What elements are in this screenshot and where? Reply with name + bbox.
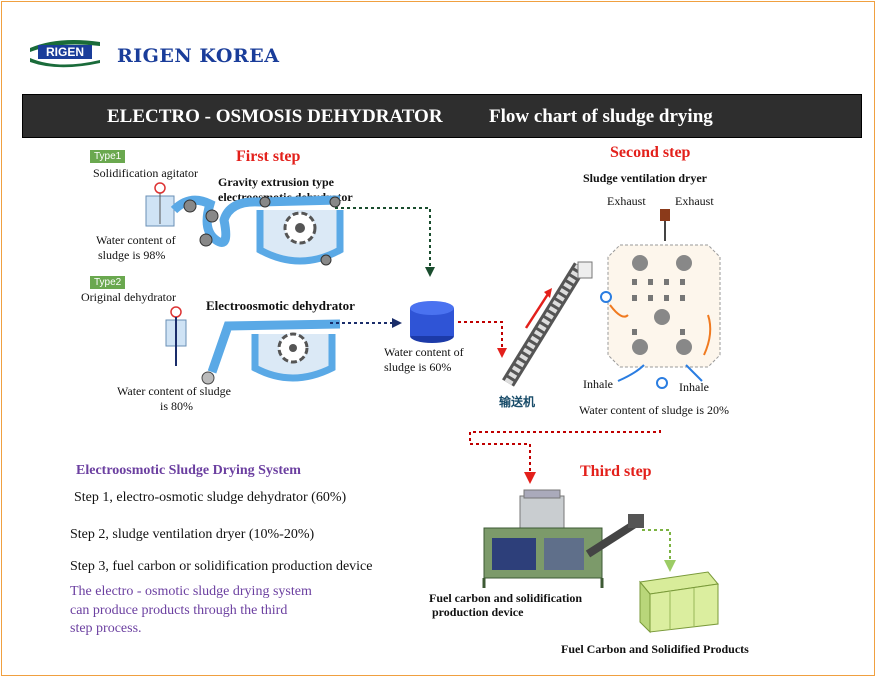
type2-water-line1: Water content of sludge xyxy=(117,384,231,398)
dryer-to-device-arrow xyxy=(469,430,661,484)
production-device-illustration xyxy=(482,489,644,588)
logo-text: RIGEN xyxy=(46,45,85,59)
inhale-left: Inhale xyxy=(583,377,613,391)
type2-tag: Type2 xyxy=(90,276,126,289)
exhaust-right: Exhaust xyxy=(675,194,714,208)
device-to-products-arrow xyxy=(642,529,676,572)
third-step-heading: Third step xyxy=(580,463,652,480)
type1-water-line2: sludge is 98% xyxy=(98,248,166,262)
exhaust-left: Exhaust xyxy=(607,194,646,208)
flow-arrows-first-step xyxy=(330,207,435,328)
type1-water-line1: Water content of xyxy=(96,233,176,247)
title-part2: Flow chart of sludge drying xyxy=(489,106,713,127)
electroosmotic-dehydrator-label: Electroosmotic dehydrator xyxy=(206,298,355,313)
rigen-logo: RIGEN xyxy=(28,36,102,68)
brand-name: RIGEN KOREA xyxy=(117,45,280,67)
dryer-label: Sludge ventilation dryer xyxy=(583,171,708,185)
first-step-heading: First step xyxy=(236,148,301,165)
system-note-line3: step process. xyxy=(70,621,142,636)
device-label-line2: production device xyxy=(432,605,524,619)
products-bin-illustration xyxy=(639,571,719,634)
tank-water-line2: sludge is 60% xyxy=(384,360,452,374)
type1-tag: Type1 xyxy=(90,150,126,163)
products-label: Fuel Carbon and Solidified Products xyxy=(561,642,749,656)
tank-water-line1: Water content of xyxy=(384,345,464,359)
system-step-2: Step 2, sludge ventilation dryer (10%-20… xyxy=(70,527,315,542)
gravity-machine-line1: Gravity extrusion type xyxy=(218,175,334,189)
second-step-heading: Second step xyxy=(610,144,691,161)
title-part1: ELECTRO - OSMOSIS DEHYDRATOR xyxy=(107,106,443,127)
inhale-right: Inhale xyxy=(679,380,709,394)
type2-water-line2: is 80% xyxy=(160,399,193,413)
agitator-label: Solidification agitator xyxy=(93,166,198,180)
original-dehydrator-label: Original dehydrator xyxy=(81,290,176,304)
device-label-line1: Fuel carbon and solidification xyxy=(429,591,583,605)
conveyor-label: 输送机 xyxy=(499,395,536,409)
system-note-line1: The electro - osmotic sludge drying syst… xyxy=(70,584,312,599)
conveyor-illustration xyxy=(502,261,593,387)
tank-to-conveyor-arrow xyxy=(458,321,507,358)
ventilation-dryer-illustration xyxy=(600,209,721,389)
system-note-line2: can produce products through the third xyxy=(70,603,288,618)
system-step-3: Step 3, fuel carbon or solidification pr… xyxy=(70,559,373,574)
dryer-water-content: Water content of sludge is 20% xyxy=(579,403,729,417)
type2-machine-illustration xyxy=(165,306,340,385)
type1-machine-illustration xyxy=(145,182,344,266)
title-bar: ELECTRO - OSMOSIS DEHYDRATOR Flow chart … xyxy=(22,94,862,138)
system-step-1: Step 1, electro-osmotic sludge dehydrato… xyxy=(74,490,347,505)
system-heading: Electroosmotic Sludge Drying System xyxy=(76,463,301,478)
storage-tank xyxy=(410,301,454,343)
